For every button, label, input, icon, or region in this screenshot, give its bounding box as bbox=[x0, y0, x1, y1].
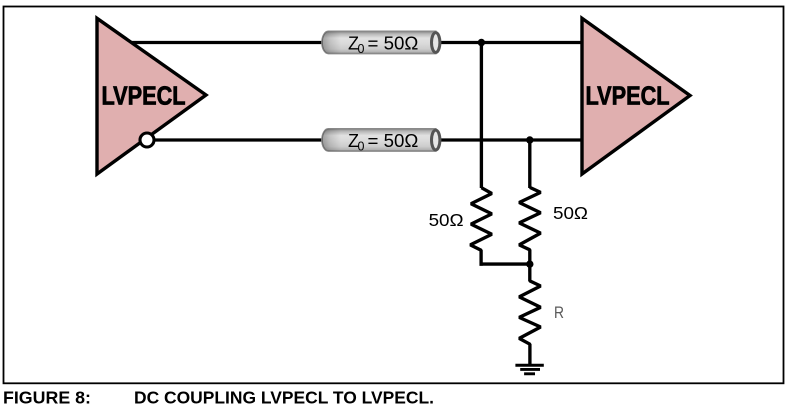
svg-text:0: 0 bbox=[358, 42, 365, 56]
svg-text:LVPECL: LVPECL bbox=[102, 80, 186, 110]
svg-text:FIGURE 8:: FIGURE 8: bbox=[3, 387, 91, 407]
svg-text:Z: Z bbox=[348, 131, 359, 151]
svg-text:Z: Z bbox=[348, 34, 359, 54]
svg-text:R: R bbox=[554, 304, 564, 322]
svg-text:0: 0 bbox=[358, 140, 365, 154]
svg-text:50Ω: 50Ω bbox=[553, 203, 588, 223]
svg-text:= 50Ω: = 50Ω bbox=[368, 131, 419, 151]
svg-text:LVPECL: LVPECL bbox=[586, 80, 670, 110]
svg-text:DC COUPLING LVPECL TO LVPECL.: DC COUPLING LVPECL TO LVPECL. bbox=[134, 387, 434, 407]
svg-text:= 50Ω: = 50Ω bbox=[368, 34, 419, 54]
svg-text:50Ω: 50Ω bbox=[429, 210, 464, 230]
